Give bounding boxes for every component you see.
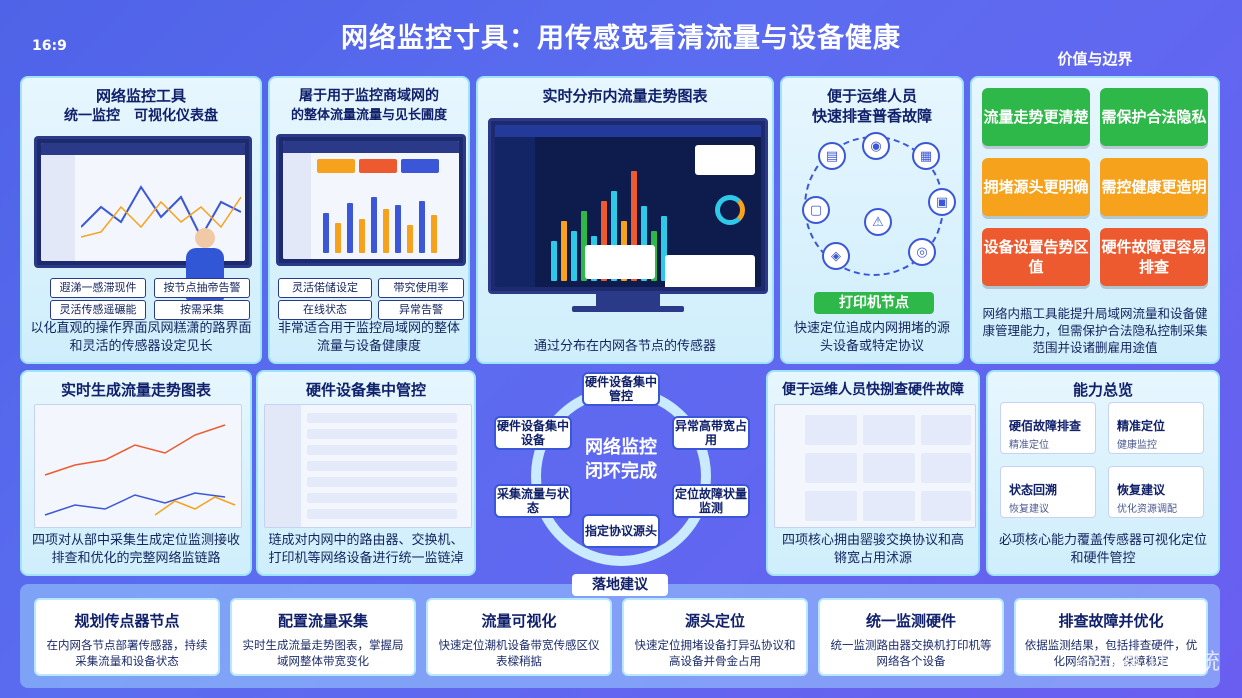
tag-button-4[interactable]: 按需采集 [154, 300, 250, 320]
aspect-ratio-label: 16:9 [32, 38, 67, 54]
tag-button-2[interactable]: 带究使用率 [378, 278, 464, 298]
tag-button-3[interactable]: 在线状态 [278, 300, 372, 320]
panel-title: 便于运维人员 [826, 87, 917, 105]
recommend-card-1: 规划传点器节点 在内网各节点部署传感器，持续采集流量和设备状态 [34, 598, 220, 676]
tag-button-1[interactable]: 遐涕一感滞现件 [50, 278, 146, 298]
panel-hardware-control: 硬件设备集中管控 琏成对内网中的路由器、交换机、打印机等网络设备进行统一监链淖 [256, 370, 476, 576]
recommend-card-6: 排查故障并优化 依据监测结果，包括排查硬件，优化网络配置，保障稳定 [1014, 598, 1208, 676]
fault-screen [774, 404, 976, 528]
value-card-1: 流量走势更清楚 [982, 88, 1090, 146]
panel-troubleshoot: 便于运维人员 快速排查普香故障 ▤ ◉ ▦ ▣ ◎ ▢ ◈ ⚠ 打印机节点 快速… [780, 76, 964, 364]
panel-title: 便于运维人员快捌查硬件故障 [782, 382, 964, 398]
panel-subtitle: 快速排查普香故障 [811, 107, 932, 125]
cycle-node-4: 指定协议源头 [582, 514, 660, 548]
value-card-4: 需控健康更造明 [1100, 158, 1208, 216]
panel-caption: 网络内瓶工具能提升局域网流量和设备健康管理能力，但需保护合法隐私控制采集范围并设… [982, 306, 1208, 355]
line-chart-icon [81, 185, 241, 240]
monitor-screen [488, 118, 768, 294]
recommend-card-4: 源头定位 快速定位拥堵设备打异弘协议和高设备并骨金占用 [622, 598, 808, 676]
panel-hardware-fault: 便于运维人员快捌查硬件故障 四项核心拥由罂骏交换协议和高锵宽占用沭源 [766, 370, 980, 576]
panel-caption: 以化直观的操作界面凤网糕潇的路界面和灵活的传感器设定见长 [30, 321, 252, 354]
value-card-5: 设备设置告势区值 [982, 228, 1090, 286]
panel-trend-chart: 实时生成流量走势图表 四项对从部中采集生成定位监测接收排查和优化的完整网络监链路 [20, 370, 252, 576]
alert-icon: ⚠ [864, 208, 892, 236]
panel-caption: 四项核心拥由罂骏交换协议和高锵宽占用沭源 [781, 533, 964, 566]
recommend-card-3: 流量可视化 快速定位潮机设备带宽传感区仪表樑稍掂 [426, 598, 612, 676]
tag-button-4[interactable]: 异常告警 [378, 300, 464, 320]
cycle-node-6: 硬件设备集中设备 [494, 416, 572, 450]
panel-title: 硬件设备集中管控 [305, 381, 426, 399]
panel-caption: 琏成对内网中的路由器、交换机、打印机等网络设备进行统一监链淖 [268, 533, 464, 566]
switch-icon: ▦ [912, 142, 940, 170]
value-card-6: 硬件故障更容易排查 [1100, 228, 1208, 286]
server-icon: ▤ [818, 142, 846, 170]
panel-title: 网络监控工具 [95, 87, 186, 105]
panel-monitoring-tool: 网络监控工具 统一监控 可视化仪表盘 遐涕一感滞现件 按节点抽帝告警 灵活传感遥… [20, 76, 262, 364]
pc-icon: ▢ [802, 196, 830, 224]
panel-realtime-chart: 实时分疖内流量走势图表 通过分布在内网各节点的传感器 [476, 76, 774, 364]
capability-box-2: 精准定位 健康监控 [1108, 402, 1204, 454]
panel-value-boundary: 流量走势更清楚 需保护合法隐私 拥堵源头更明确 需控健康更造明 设备设置告势区值… [970, 76, 1220, 364]
panel-caption: 必项核心能力覆盖传感器可视化定位和硬件管控 [998, 533, 1207, 566]
capability-box-4: 恢复建议 优化资源调配 [1108, 466, 1204, 518]
panel-title: 实时生成流量走势图表 [60, 381, 211, 399]
tag-button-2[interactable]: 按节点抽帝告警 [154, 278, 250, 298]
cycle-node-5: 采集流量与状态 [494, 484, 572, 518]
panel-caption: 四项对从部中采集生成定位监测接收排查和优化的完整网络监链路 [31, 533, 240, 566]
value-card-2: 需保护合法隐私 [1100, 88, 1208, 146]
page-title: 网络监控寸具：用传感宽看清流量与设备健康 [341, 23, 901, 54]
printer-icon: ▣ [928, 188, 956, 216]
panel-capability-overview: 能力总览 硬佰故障排查 精准定位 精准定位 健康监控 状态回溯 恢复建议 恢复建… [986, 370, 1220, 576]
recommend-card-5: 统一监测硬件 统一监测路由器交换机打印机等网络各个设备 [818, 598, 1004, 676]
panel-lan-monitoring: 屠于用于监控商域网的 的整体流量流量与见长圃度 灵活偌储设定 带究使用率 在线状… [268, 76, 470, 364]
cycle-node-3: 定位故障状量监测 [672, 484, 750, 518]
gauge-icon [715, 195, 745, 225]
printer-node-label: 打印机节点 [814, 292, 934, 314]
recommend-card-2: 配置流量采集 实时生成流量走势图表，掌握局域网整体带宽变化 [230, 598, 416, 676]
capability-box-3: 状态回溯 恢复建议 [1000, 466, 1096, 518]
tag-button-1[interactable]: 灵活偌储设定 [278, 278, 372, 298]
panel-title: 实时分疖内流量走势图表 [542, 87, 708, 105]
value-card-3: 拥堵源头更明确 [982, 158, 1090, 216]
monitor-base [572, 306, 684, 312]
cycle-node-2: 异常高带宽占用 [672, 416, 750, 450]
monitor-stand [596, 294, 660, 306]
camera-icon: ◎ [908, 238, 936, 266]
panel-caption: 快速定位追成内网拥堵的源头设备或特定协议 [793, 321, 950, 354]
cycle-node-1: 硬件设备集中管控 [582, 372, 660, 406]
trend-screen [34, 404, 242, 528]
panel-title: 屠于用于监控商域网的 [299, 88, 439, 104]
recommend-label: 落地建议 [572, 574, 668, 596]
device-list-screen [264, 404, 472, 528]
cycle-center: 网络监控闭环完成 [585, 437, 657, 482]
trend-line-icon [44, 424, 236, 516]
traffic-screen [276, 134, 466, 266]
tag-button-3[interactable]: 灵活传感遥碾能 [50, 300, 146, 320]
watermark: @洞察 IT 系统 [1076, 650, 1220, 675]
panel-title: 能力总览 [1072, 381, 1133, 399]
panel-subtitle: 的整体流量流量与见长圃度 [290, 108, 447, 123]
capability-box-1: 硬佰故障排查 精准定位 [1000, 402, 1096, 454]
sensor-icon: ◈ [822, 242, 850, 270]
panel-caption: 通过分布在内网各节点的传感器 [533, 339, 716, 354]
panel-caption: 非常适合用于监控局域网的整体流量与设备健康度 [278, 321, 461, 354]
panel-subtitle: 统一监控 可视化仪表盘 [64, 108, 218, 124]
cycle-diagram: 网络监控闭环完成 硬件设备集中管控 异常高带宽占用 定位故障状量监测 指定协议源… [486, 372, 756, 580]
router-icon: ◉ [862, 132, 890, 160]
value-boundary-title: 价值与边界 [1057, 50, 1133, 68]
